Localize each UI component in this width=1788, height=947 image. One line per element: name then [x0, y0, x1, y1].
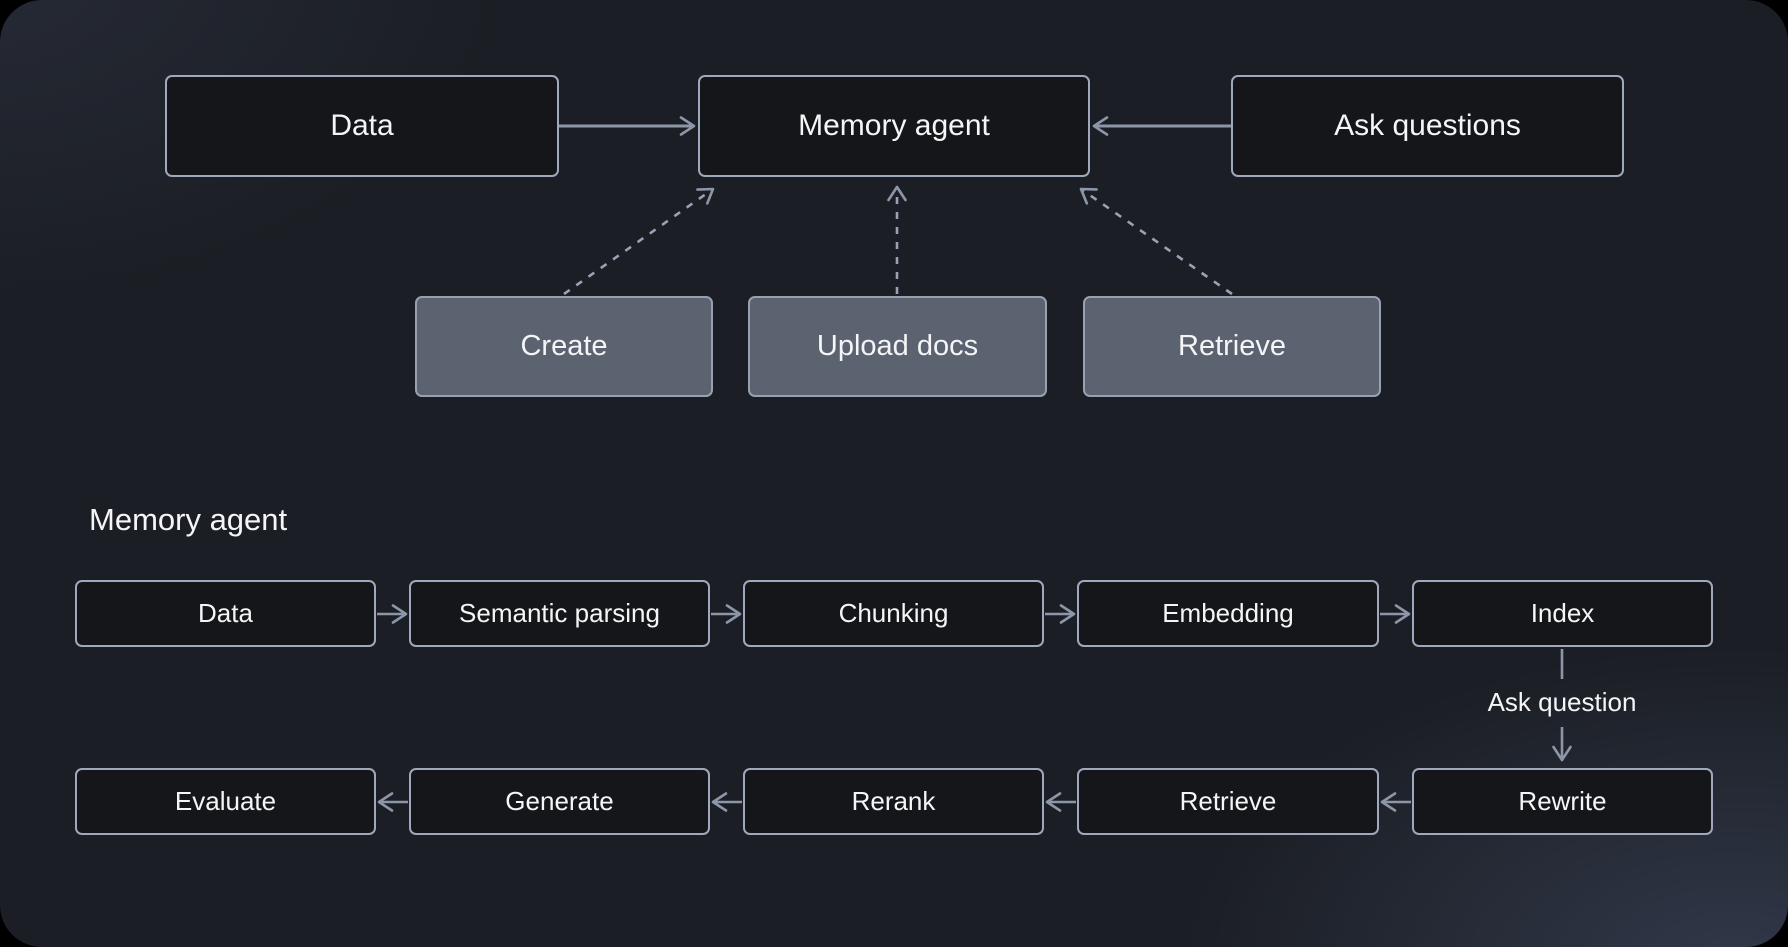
node-pipeline-evaluate: Evaluate [75, 768, 376, 835]
node-pipeline-index: Index [1412, 580, 1713, 647]
node-memory-agent: Memory agent [698, 75, 1090, 177]
node-pipeline-rerank: Rerank [743, 768, 1044, 835]
node-data-source: Data [165, 75, 559, 177]
node-pipeline-semantic-parsing: Semantic parsing [409, 580, 710, 647]
node-create: Create [415, 296, 713, 397]
node-pipeline-embedding: Embedding [1077, 580, 1379, 647]
node-pipeline-retrieve: Retrieve [1077, 768, 1379, 835]
dashed-arrow-retrieve-to-memory-agent [1079, 187, 1233, 296]
node-upload-docs: Upload docs [748, 296, 1047, 397]
dashed-arrow-create-to-memory-agent [563, 187, 715, 296]
node-pipeline-generate: Generate [409, 768, 710, 835]
node-pipeline-data: Data [75, 580, 376, 647]
label-ask-question: Ask question [1487, 687, 1637, 717]
node-retrieve-action: Retrieve [1083, 296, 1381, 397]
node-pipeline-chunking: Chunking [743, 580, 1044, 647]
section-heading-memory-agent: Memory agent [89, 502, 288, 537]
node-pipeline-rewrite: Rewrite [1412, 768, 1713, 835]
node-ask-questions: Ask questions [1231, 75, 1624, 177]
